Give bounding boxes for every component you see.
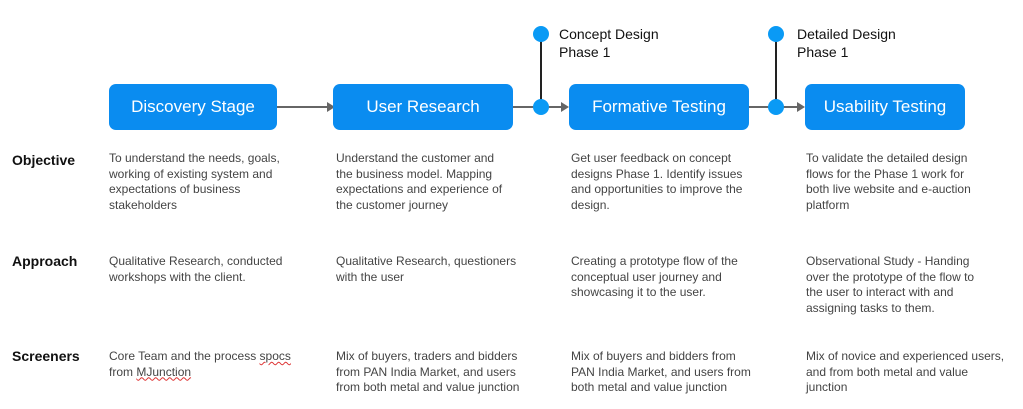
connector-discovery-research — [277, 106, 329, 108]
arrow-head-1 — [327, 102, 335, 112]
approach-discovery: Qualitative Research, conducted workshop… — [109, 254, 283, 284]
row-label-approach: Approach — [12, 253, 78, 269]
screeners-formative-testing: Mix of buyers and bidders from PAN India… — [571, 349, 751, 394]
milestone-label-line2: Phase 1 — [559, 44, 611, 60]
milestone-label-line1: Detailed Design — [797, 26, 896, 42]
screeners-discovery-text: Core Team and the process — [109, 349, 260, 363]
objective-user-research: Understand the customer and the business… — [336, 151, 503, 212]
milestone-label-line2: Phase 1 — [797, 44, 849, 60]
approach-usability-testing: Observational Study - Handing over the p… — [806, 254, 975, 315]
screeners-discovery-text: from — [109, 364, 137, 379]
screeners-discovery-spocs: spocs — [259, 349, 291, 363]
stage-usability-testing: Usability Testing — [805, 84, 965, 130]
arrow-head-2 — [561, 102, 569, 112]
row-label-objective: Objective — [12, 152, 76, 168]
approach-user-research: Qualitative Research, questioners with t… — [336, 254, 517, 284]
milestone-line-1 — [540, 35, 542, 106]
stage-user-research: User Research — [333, 84, 513, 130]
milestone-line-2 — [775, 35, 777, 106]
milestone-label-line1: Concept Design — [559, 26, 659, 42]
row-label-screeners: Screeners — [12, 348, 80, 364]
objective-formative-testing: Get user feedback on concept designs Pha… — [571, 151, 743, 212]
approach-formative-testing: Creating a prototype flow of the concept… — [571, 254, 738, 299]
screeners-discovery: Core Team and the process spocs from MJu… — [109, 349, 299, 380]
arrow-head-3 — [797, 102, 805, 112]
milestone-label-detailed-design: Detailed Design Phase 1 — [797, 25, 896, 61]
milestone-dot-top-1 — [533, 26, 549, 42]
milestone-dot-bottom-1 — [533, 99, 549, 115]
milestone-dot-top-2 — [768, 26, 784, 42]
screeners-user-research: Mix of buyers, traders and bidders from … — [336, 349, 520, 394]
milestone-dot-bottom-2 — [768, 99, 784, 115]
screeners-usability-testing: Mix of novice and experienced users, and… — [806, 349, 1005, 394]
stage-formative-testing: Formative Testing — [569, 84, 749, 130]
screeners-discovery-mjunction: MJunction — [136, 364, 192, 379]
stage-discovery: Discovery Stage — [109, 84, 277, 130]
milestone-label-concept-design: Concept Design Phase 1 — [559, 25, 659, 61]
objective-discovery: To understand the needs, goals, working … — [109, 151, 280, 212]
objective-usability-testing: To validate the detailed design flows fo… — [806, 151, 971, 212]
